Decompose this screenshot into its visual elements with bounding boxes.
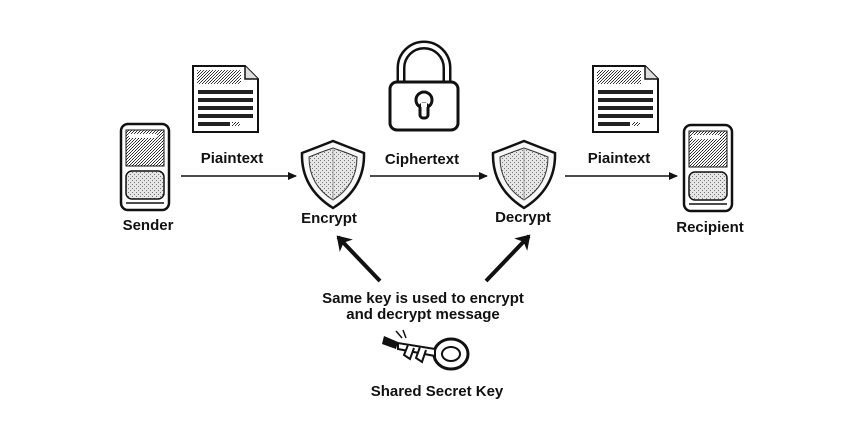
key-to-decrypt-arrow [484, 234, 531, 283]
recipient-computer-icon [682, 123, 734, 213]
encrypt-label: Encrypt [301, 210, 357, 227]
shared-key-note-line1: Same key is used to encrypt [322, 290, 524, 307]
plaintext-document-icon [592, 65, 659, 133]
sender-label: Sender [122, 217, 174, 234]
ciphertext-edge-label: Ciphertext [384, 151, 460, 168]
decrypt-shield-icon [491, 139, 557, 210]
plaintext-edge-label: Piaintext [200, 150, 264, 167]
key-icon [382, 329, 470, 371]
shared-secret-key-label: Shared Secret Key [370, 383, 504, 400]
recipient-label: Recipient [676, 219, 744, 236]
sender-computer-icon [119, 122, 171, 212]
decrypt-label: Decrypt [495, 209, 551, 226]
encrypt-shield-icon [300, 139, 366, 210]
key-to-encrypt-arrow [336, 235, 382, 283]
plaintext-document-icon [192, 65, 259, 133]
padlock-icon [388, 40, 460, 132]
shared-key-note-line2: and decrypt message [346, 306, 500, 323]
plaintext-edge-label: Piaintext [587, 150, 651, 167]
